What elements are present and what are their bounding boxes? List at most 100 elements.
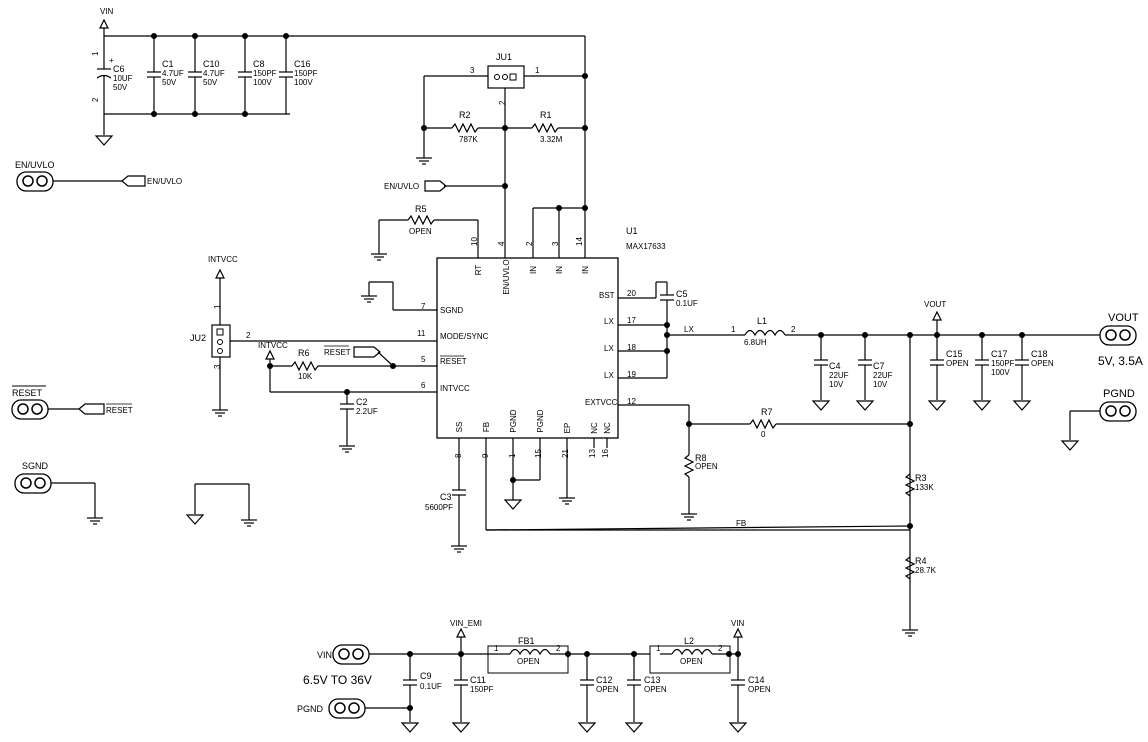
svg-text:10UF: 10UF — [113, 74, 133, 83]
svg-text:4: 4 — [497, 241, 506, 246]
svg-text:17: 17 — [627, 316, 636, 325]
svg-text:10: 10 — [470, 237, 479, 246]
svg-text:9: 9 — [481, 453, 490, 458]
svg-text:SGND: SGND — [22, 461, 49, 471]
resistor-r3: R3 133K — [904, 473, 934, 497]
svg-text:OPEN: OPEN — [1031, 359, 1054, 368]
terminal-sgnd[interactable]: SGND — [14, 461, 104, 525]
svg-text:50V: 50V — [203, 78, 218, 87]
svg-text:+: + — [109, 56, 114, 65]
svg-text:C15: C15 — [946, 349, 963, 359]
svg-text:BST: BST — [599, 291, 615, 300]
svg-text:VOUT: VOUT — [924, 300, 946, 309]
svg-text:OPEN: OPEN — [644, 685, 667, 694]
svg-text:3: 3 — [470, 66, 475, 75]
svg-text:INTVCC: INTVCC — [440, 384, 470, 393]
inductor-l1: L1 6.8UH 1 2 — [731, 316, 1100, 347]
svg-text:INTVCC: INTVCC — [208, 255, 238, 264]
svg-text:1: 1 — [508, 453, 517, 458]
svg-text:OPEN: OPEN — [680, 657, 703, 666]
svg-text:C18: C18 — [1031, 349, 1048, 359]
svg-text:8: 8 — [454, 453, 463, 458]
svg-text:C9: C9 — [420, 671, 432, 681]
svg-text:3: 3 — [551, 241, 560, 246]
svg-text:2: 2 — [556, 644, 561, 653]
svg-text:R3: R3 — [915, 473, 927, 483]
svg-text:C8: C8 — [253, 59, 265, 69]
svg-text:VIN: VIN — [731, 619, 745, 628]
svg-text:FB: FB — [482, 422, 491, 432]
svg-text:C4: C4 — [829, 361, 841, 371]
svg-text:EN/UVLO: EN/UVLO — [502, 259, 511, 294]
svg-text:133K: 133K — [915, 483, 934, 492]
svg-text:RT: RT — [474, 265, 483, 276]
jumper-ju1: JU1 3 1 2 — [424, 52, 585, 258]
svg-text:NC: NC — [590, 422, 599, 434]
capacitor-c9: C90.1UF — [401, 654, 442, 733]
svg-text:18: 18 — [627, 343, 636, 352]
terminal-vin[interactable]: VIN 6.5V TO 36V — [303, 644, 372, 687]
en-uvlo-network: JU1 3 1 2 R2 787K R1 3.32M — [384, 36, 588, 258]
svg-text:R2: R2 — [459, 110, 471, 120]
terminal-reset[interactable]: RESET RESET — [11, 385, 133, 420]
terminal-pgnd-input[interactable]: PGND — [297, 698, 413, 719]
resistor-r8: R8 OPEN — [680, 453, 718, 521]
svg-text:OPEN: OPEN — [596, 685, 619, 694]
svg-text:4.7UF: 4.7UF — [203, 69, 225, 78]
svg-text:LX: LX — [604, 317, 614, 326]
svg-text:SS: SS — [455, 422, 464, 433]
svg-text:OPEN: OPEN — [748, 685, 771, 694]
svg-text:3: 3 — [213, 364, 222, 369]
svg-text:RESET: RESET — [324, 348, 351, 357]
input-emi-filter: VIN 6.5V TO 36V PGND C90.1UF VIN_EMI C11 — [297, 619, 771, 733]
svg-text:FB: FB — [736, 519, 746, 528]
svg-text:2: 2 — [246, 331, 251, 340]
jumper-ju2: INTVCC JU2 1 3 2 — [190, 255, 437, 417]
svg-text:OPEN: OPEN — [409, 227, 432, 236]
svg-text:10K: 10K — [298, 372, 313, 381]
svg-text:R1: R1 — [540, 110, 552, 120]
capacitor-c3: C3 5600PF — [425, 489, 468, 553]
svg-text:MODE/SYNC: MODE/SYNC — [440, 332, 489, 341]
terminal-pgnd[interactable]: PGND — [1061, 388, 1137, 451]
svg-text:C6: C6 — [113, 64, 125, 74]
svg-text:1: 1 — [91, 51, 100, 56]
svg-text:10V: 10V — [873, 380, 888, 389]
terminal-vout[interactable]: VOUT 5V, 3.5A — [1098, 312, 1143, 368]
svg-text:19: 19 — [627, 370, 636, 379]
svg-text:R4: R4 — [915, 556, 927, 566]
terminal-en-uvlo[interactable]: EN/UVLO EN/UVLO — [15, 160, 182, 192]
svg-text:100V: 100V — [294, 78, 313, 87]
svg-text:3.32M: 3.32M — [540, 135, 563, 144]
svg-text:IN: IN — [555, 266, 564, 274]
svg-text:VOUT: VOUT — [1108, 312, 1139, 324]
svg-text:1: 1 — [731, 325, 736, 334]
svg-text:LX: LX — [604, 344, 614, 353]
svg-text:0: 0 — [761, 430, 766, 439]
svg-text:FB1: FB1 — [518, 636, 535, 646]
svg-text:150PF: 150PF — [470, 685, 494, 694]
svg-text:EP: EP — [563, 423, 572, 434]
svg-text:50V: 50V — [162, 78, 177, 87]
svg-text:PGND: PGND — [536, 409, 545, 432]
svg-text:100V: 100V — [991, 368, 1010, 377]
svg-text:C13: C13 — [644, 675, 661, 685]
svg-text:RESET: RESET — [106, 406, 133, 415]
svg-text:2: 2 — [791, 325, 796, 334]
svg-text:150PF: 150PF — [991, 359, 1015, 368]
svg-text:6.5V TO 36V: 6.5V TO 36V — [303, 673, 372, 687]
svg-text:22UF: 22UF — [873, 371, 893, 380]
svg-text:12: 12 — [627, 397, 636, 406]
svg-text:50V: 50V — [113, 83, 128, 92]
svg-text:R5: R5 — [415, 204, 427, 214]
svg-text:5600PF: 5600PF — [425, 503, 453, 512]
